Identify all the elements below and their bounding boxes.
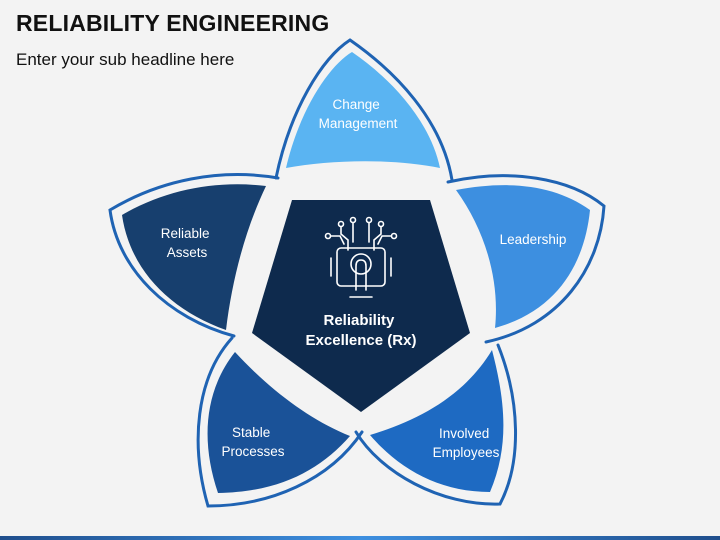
page-title: RELIABILITY ENGINEERING	[16, 10, 330, 36]
center-label: Reliability Excellence (Rx)	[306, 312, 417, 349]
page-subtitle: Enter your sub headline here	[16, 50, 235, 69]
petal-reliable-assets-shape	[122, 184, 266, 330]
petal-stable-processes: Stable Processes	[196, 336, 364, 508]
petal-reliable-assets-outline	[108, 173, 280, 338]
petal-involved-employees-shape	[370, 350, 504, 492]
petal-reliable-assets-label: Reliable Assets	[161, 226, 214, 260]
petal-reliable-assets: Reliable Assets	[108, 173, 280, 338]
petal-change-management: Change Management	[274, 38, 454, 182]
petal-involved-employees-outline	[354, 343, 518, 506]
petal-leadership: Leadership	[446, 174, 606, 344]
petal-stable-processes-shape	[207, 352, 350, 493]
petal-stable-processes-outline	[196, 336, 364, 508]
bottom-accent-bar	[0, 536, 720, 540]
petal-stable-processes-label: Stable Processes	[221, 425, 284, 459]
center-pentagon	[252, 200, 470, 412]
petal-leadership-label: Leadership	[500, 232, 567, 247]
petal-involved-employees: Involved Employees	[354, 343, 518, 506]
petal-change-management-outline	[274, 38, 454, 182]
petal-change-management-label: Change Management	[319, 97, 398, 131]
petal-leadership-shape	[456, 185, 590, 328]
center-node: Reliability Excellence (Rx)	[252, 200, 470, 412]
finger-touch-circuit-icon	[324, 216, 398, 298]
petal-leadership-outline	[446, 174, 606, 344]
petal-change-management-shape	[286, 52, 440, 168]
petal-involved-employees-label: Involved Employees	[433, 426, 500, 460]
